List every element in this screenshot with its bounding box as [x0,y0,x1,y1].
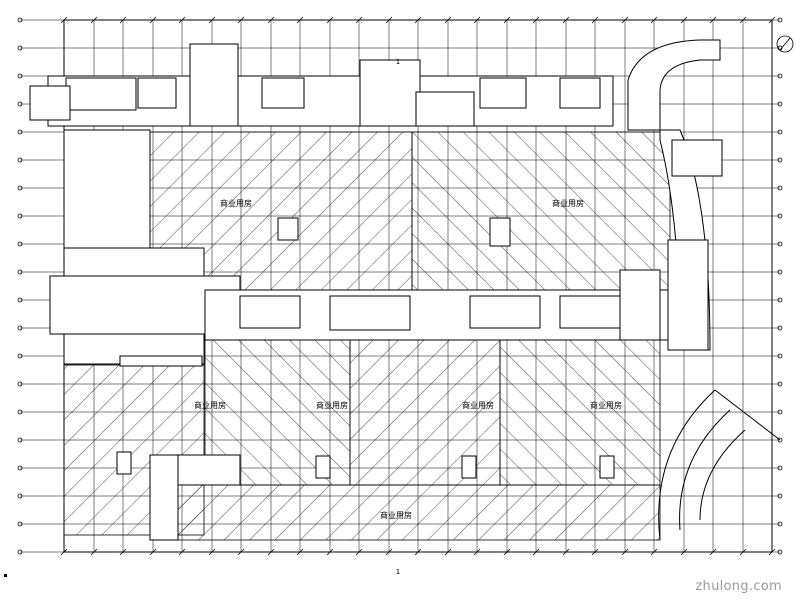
zone-lower-c [499,339,661,486]
top-building-strip [29,43,614,127]
zone-bottom-strip [177,484,661,541]
small-rooms [116,217,615,541]
zone-lower-b [349,339,501,486]
north-axis-marker [776,35,794,53]
zone-upper-right [411,131,671,291]
zone-label: 商业用房 [194,400,226,410]
zone-label: 商业用房 [552,198,584,208]
right-curved-block [627,39,723,351]
axis-label-top: 1 [396,58,400,66]
middle-corridor [204,269,671,341]
zone-label: 商业用房 [590,400,622,410]
corner-dot [4,574,7,577]
zone-label: 商业用房 [462,400,494,410]
left-block [49,129,241,367]
zone-label: 商业用房 [316,400,348,410]
bottom-right-arc [658,389,781,541]
zone-label: 商业用房 [380,510,412,520]
watermark: zhulong.com [695,579,782,594]
axis-label-bottom: 1 [396,568,400,576]
zone-label: 商业用房 [220,198,252,208]
